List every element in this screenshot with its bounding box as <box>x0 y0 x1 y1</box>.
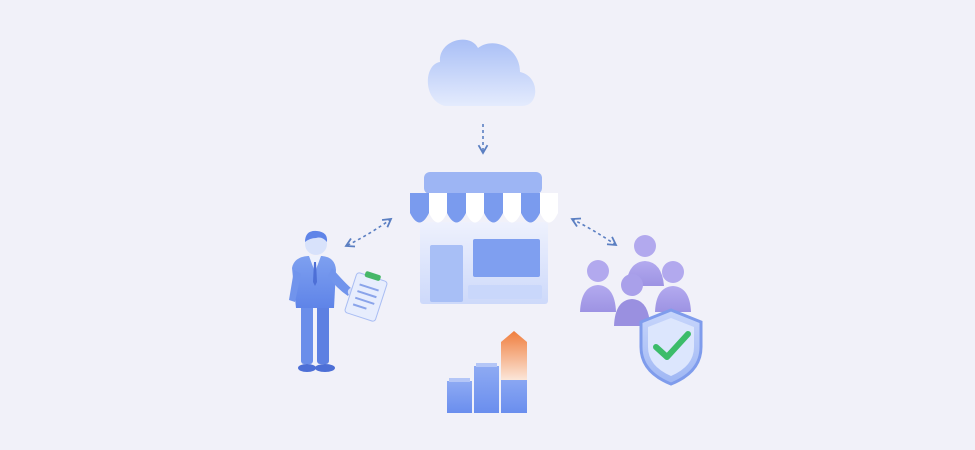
connector-store-businessman <box>344 217 393 248</box>
bar-chart-icon <box>447 331 527 413</box>
clipboard-icon <box>344 271 388 322</box>
cloud-icon <box>427 39 536 106</box>
businessman-icon <box>289 230 357 372</box>
storefront-icon <box>410 172 558 304</box>
people-group-icon <box>580 235 691 326</box>
connector-store-customers <box>570 217 618 247</box>
shield-check-icon <box>639 308 703 386</box>
